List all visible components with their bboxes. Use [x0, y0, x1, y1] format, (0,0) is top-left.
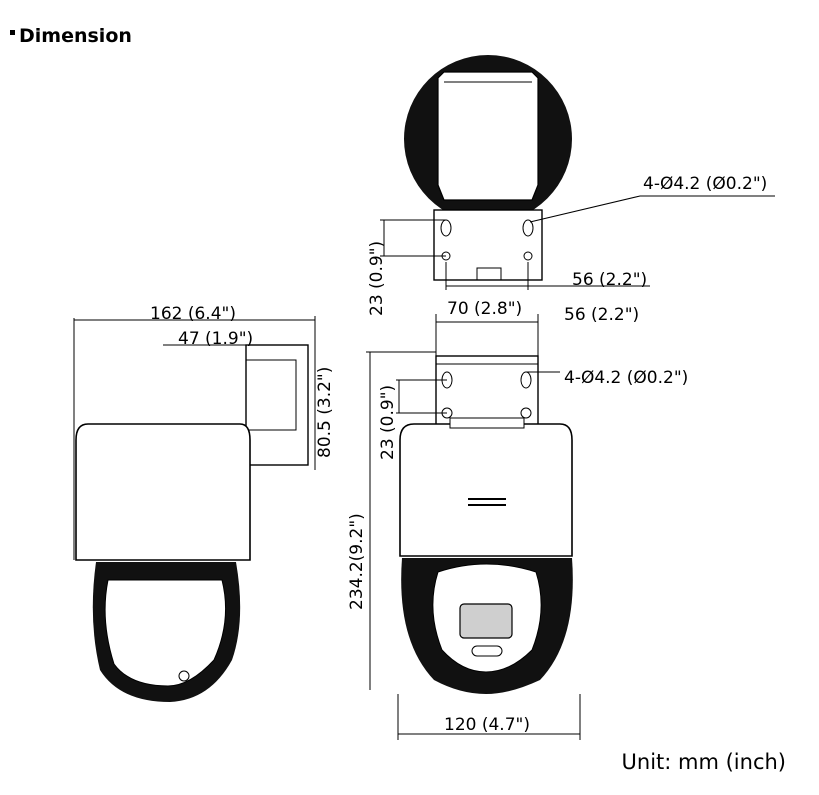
dim-side-total-width: 162 (6.4") [150, 304, 236, 324]
dim-side-bracket-offset: 47 (1.9") [178, 329, 253, 349]
top-keyhole-right [522, 219, 534, 237]
front-housing [399, 423, 573, 557]
page-title: Dimension [10, 25, 132, 47]
side-view [73, 316, 316, 702]
side-bracket [245, 344, 309, 466]
title-bullet [10, 30, 15, 35]
dim-top-holes: 4-Ø4.2 (Ø0.2") [643, 174, 767, 194]
dim-top-spacing-v: 23 (0.9") [367, 241, 387, 316]
top-view-body [437, 71, 539, 201]
title-text: Dimension [19, 25, 132, 47]
dim-front-bracket-width: 70 (2.8") [447, 299, 522, 319]
front-lens [459, 603, 513, 639]
dim-front-hole-spacing-h: 56 (2.2") [564, 305, 639, 325]
dim-top-spacing-h: 56 (2.2") [572, 270, 647, 290]
dim-side-bracket-height: 80.5 (3.2") [315, 367, 335, 458]
top-hole-right [523, 251, 533, 261]
top-view [380, 55, 775, 290]
front-view [366, 314, 581, 740]
dim-front-total-height: 234.2(9.2") [347, 513, 367, 610]
unit-note: Unit: mm (inch) [621, 750, 786, 774]
front-bracket [435, 355, 539, 429]
dim-front-width: 120 (4.7") [444, 715, 530, 735]
side-housing [75, 423, 251, 561]
dim-front-hole-spacing-v: 23 (0.9") [378, 385, 398, 460]
front-speaker-grille [468, 498, 506, 506]
dim-front-holes: 4-Ø4.2 (Ø0.2") [564, 368, 688, 388]
front-hole-right [520, 407, 532, 419]
